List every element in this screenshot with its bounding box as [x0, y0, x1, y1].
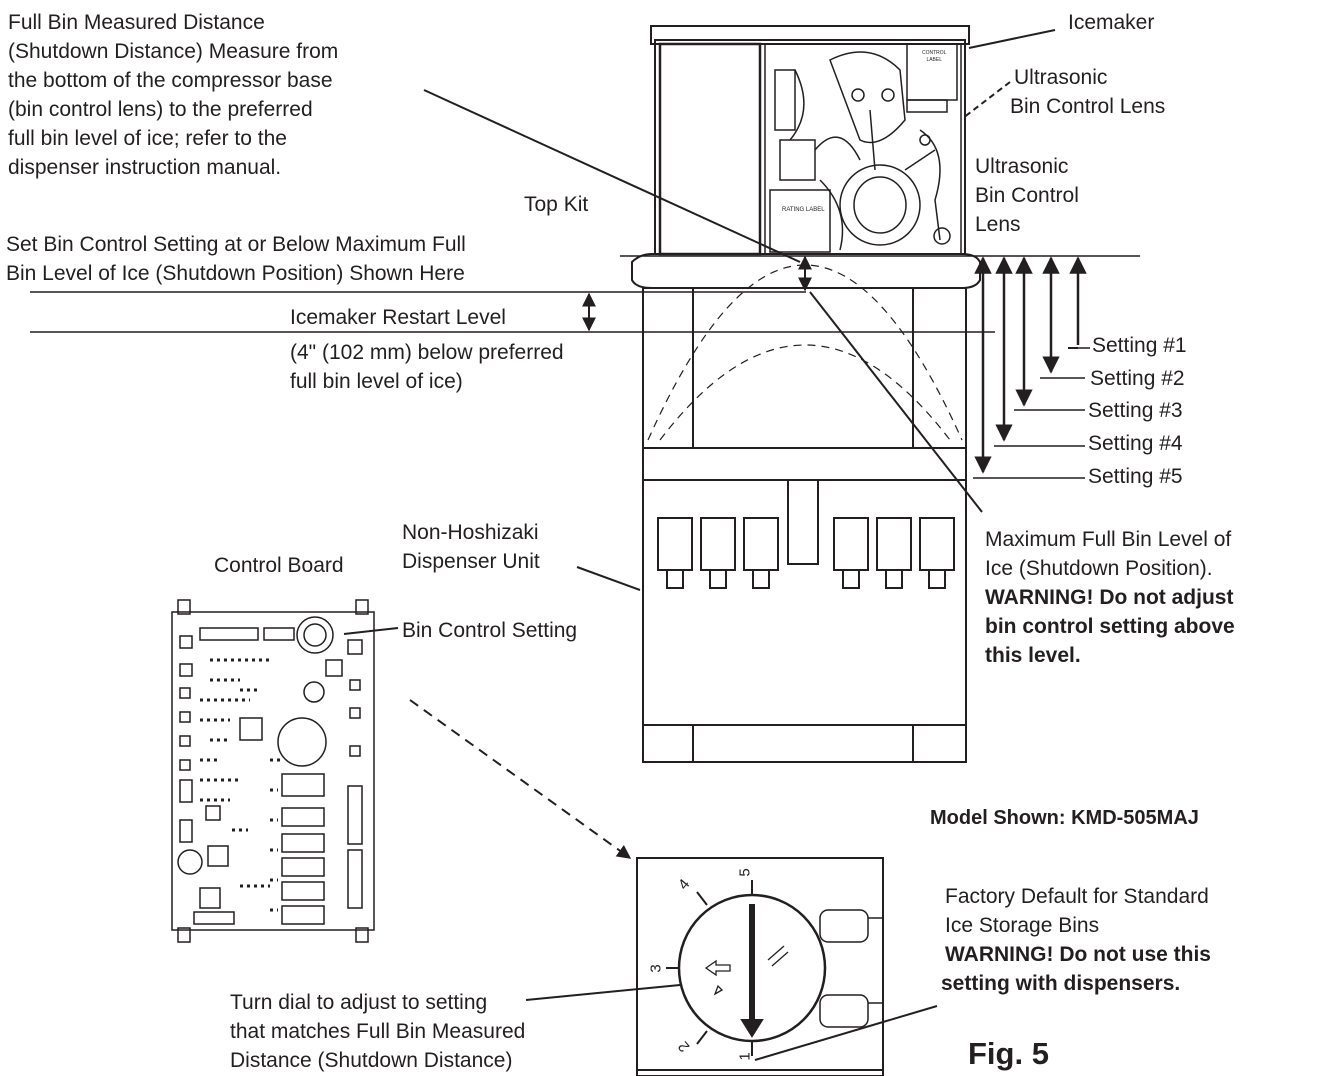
machinery — [774, 51, 951, 251]
restart-level-label: Icemaker Restart Level — [290, 306, 506, 329]
control-board-label: Control Board — [214, 554, 344, 577]
turn-dial-label: Turn dial to adjust to setting that matc… — [230, 991, 526, 1072]
ice-bin — [642, 264, 967, 481]
dial-number-5: 5 — [736, 868, 754, 877]
top-kit-label: Top Kit — [524, 193, 589, 216]
dispenser-unit — [642, 479, 967, 763]
ultrasonic-lens-label-mid: Ultrasonic Bin Control Lens — [975, 155, 1079, 236]
setting-arrows — [973, 256, 1090, 479]
setting-2-label: Setting #2 — [1090, 367, 1185, 390]
bin-control-setting-label: Bin Control Setting — [402, 619, 578, 642]
setting-1-label: Setting #1 — [1092, 334, 1187, 357]
factory-default-label: Factory Default for Standard Ice Storage… — [941, 885, 1211, 995]
bin-control-dial — [636, 857, 884, 1076]
max-full-bin-label: Maximum Full Bin Level of Ice (Shutdown … — [985, 528, 1235, 667]
rating-label-text: RATING LABEL — [782, 207, 825, 213]
dial-number-1: 1 — [736, 1052, 754, 1061]
restart-note-label: (4" (102 mm) below preferred full bin le… — [290, 341, 564, 393]
icemaker-label: Icemaker — [1068, 11, 1155, 34]
dial-number-3: 3 — [647, 964, 665, 973]
set-bin-control-label: Set Bin Control Setting at or Below Maxi… — [6, 233, 466, 285]
non-hoshizaki-label: Non-Hoshizaki Dispenser Unit — [402, 521, 540, 573]
leader-lines — [343, 29, 1078, 1061]
setting-5-label: Setting #5 — [1088, 465, 1183, 488]
dispenser-nozzles — [657, 517, 955, 589]
control-board — [171, 599, 375, 943]
model-shown-label: Model Shown: KMD-505MAJ — [930, 807, 1199, 829]
figure-number: Fig. 5 — [968, 1036, 1049, 1071]
setting-3-label: Setting #3 — [1088, 399, 1183, 422]
control-label-text: CONTROL LABEL — [922, 50, 947, 63]
setting-4-label: Setting #4 — [1088, 432, 1183, 455]
full-bin-measured-label: Full Bin Measured Distance (Shutdown Dis… — [8, 11, 339, 179]
ultrasonic-lens-label-top: Ultrasonic Bin Control Lens — [1010, 66, 1166, 118]
